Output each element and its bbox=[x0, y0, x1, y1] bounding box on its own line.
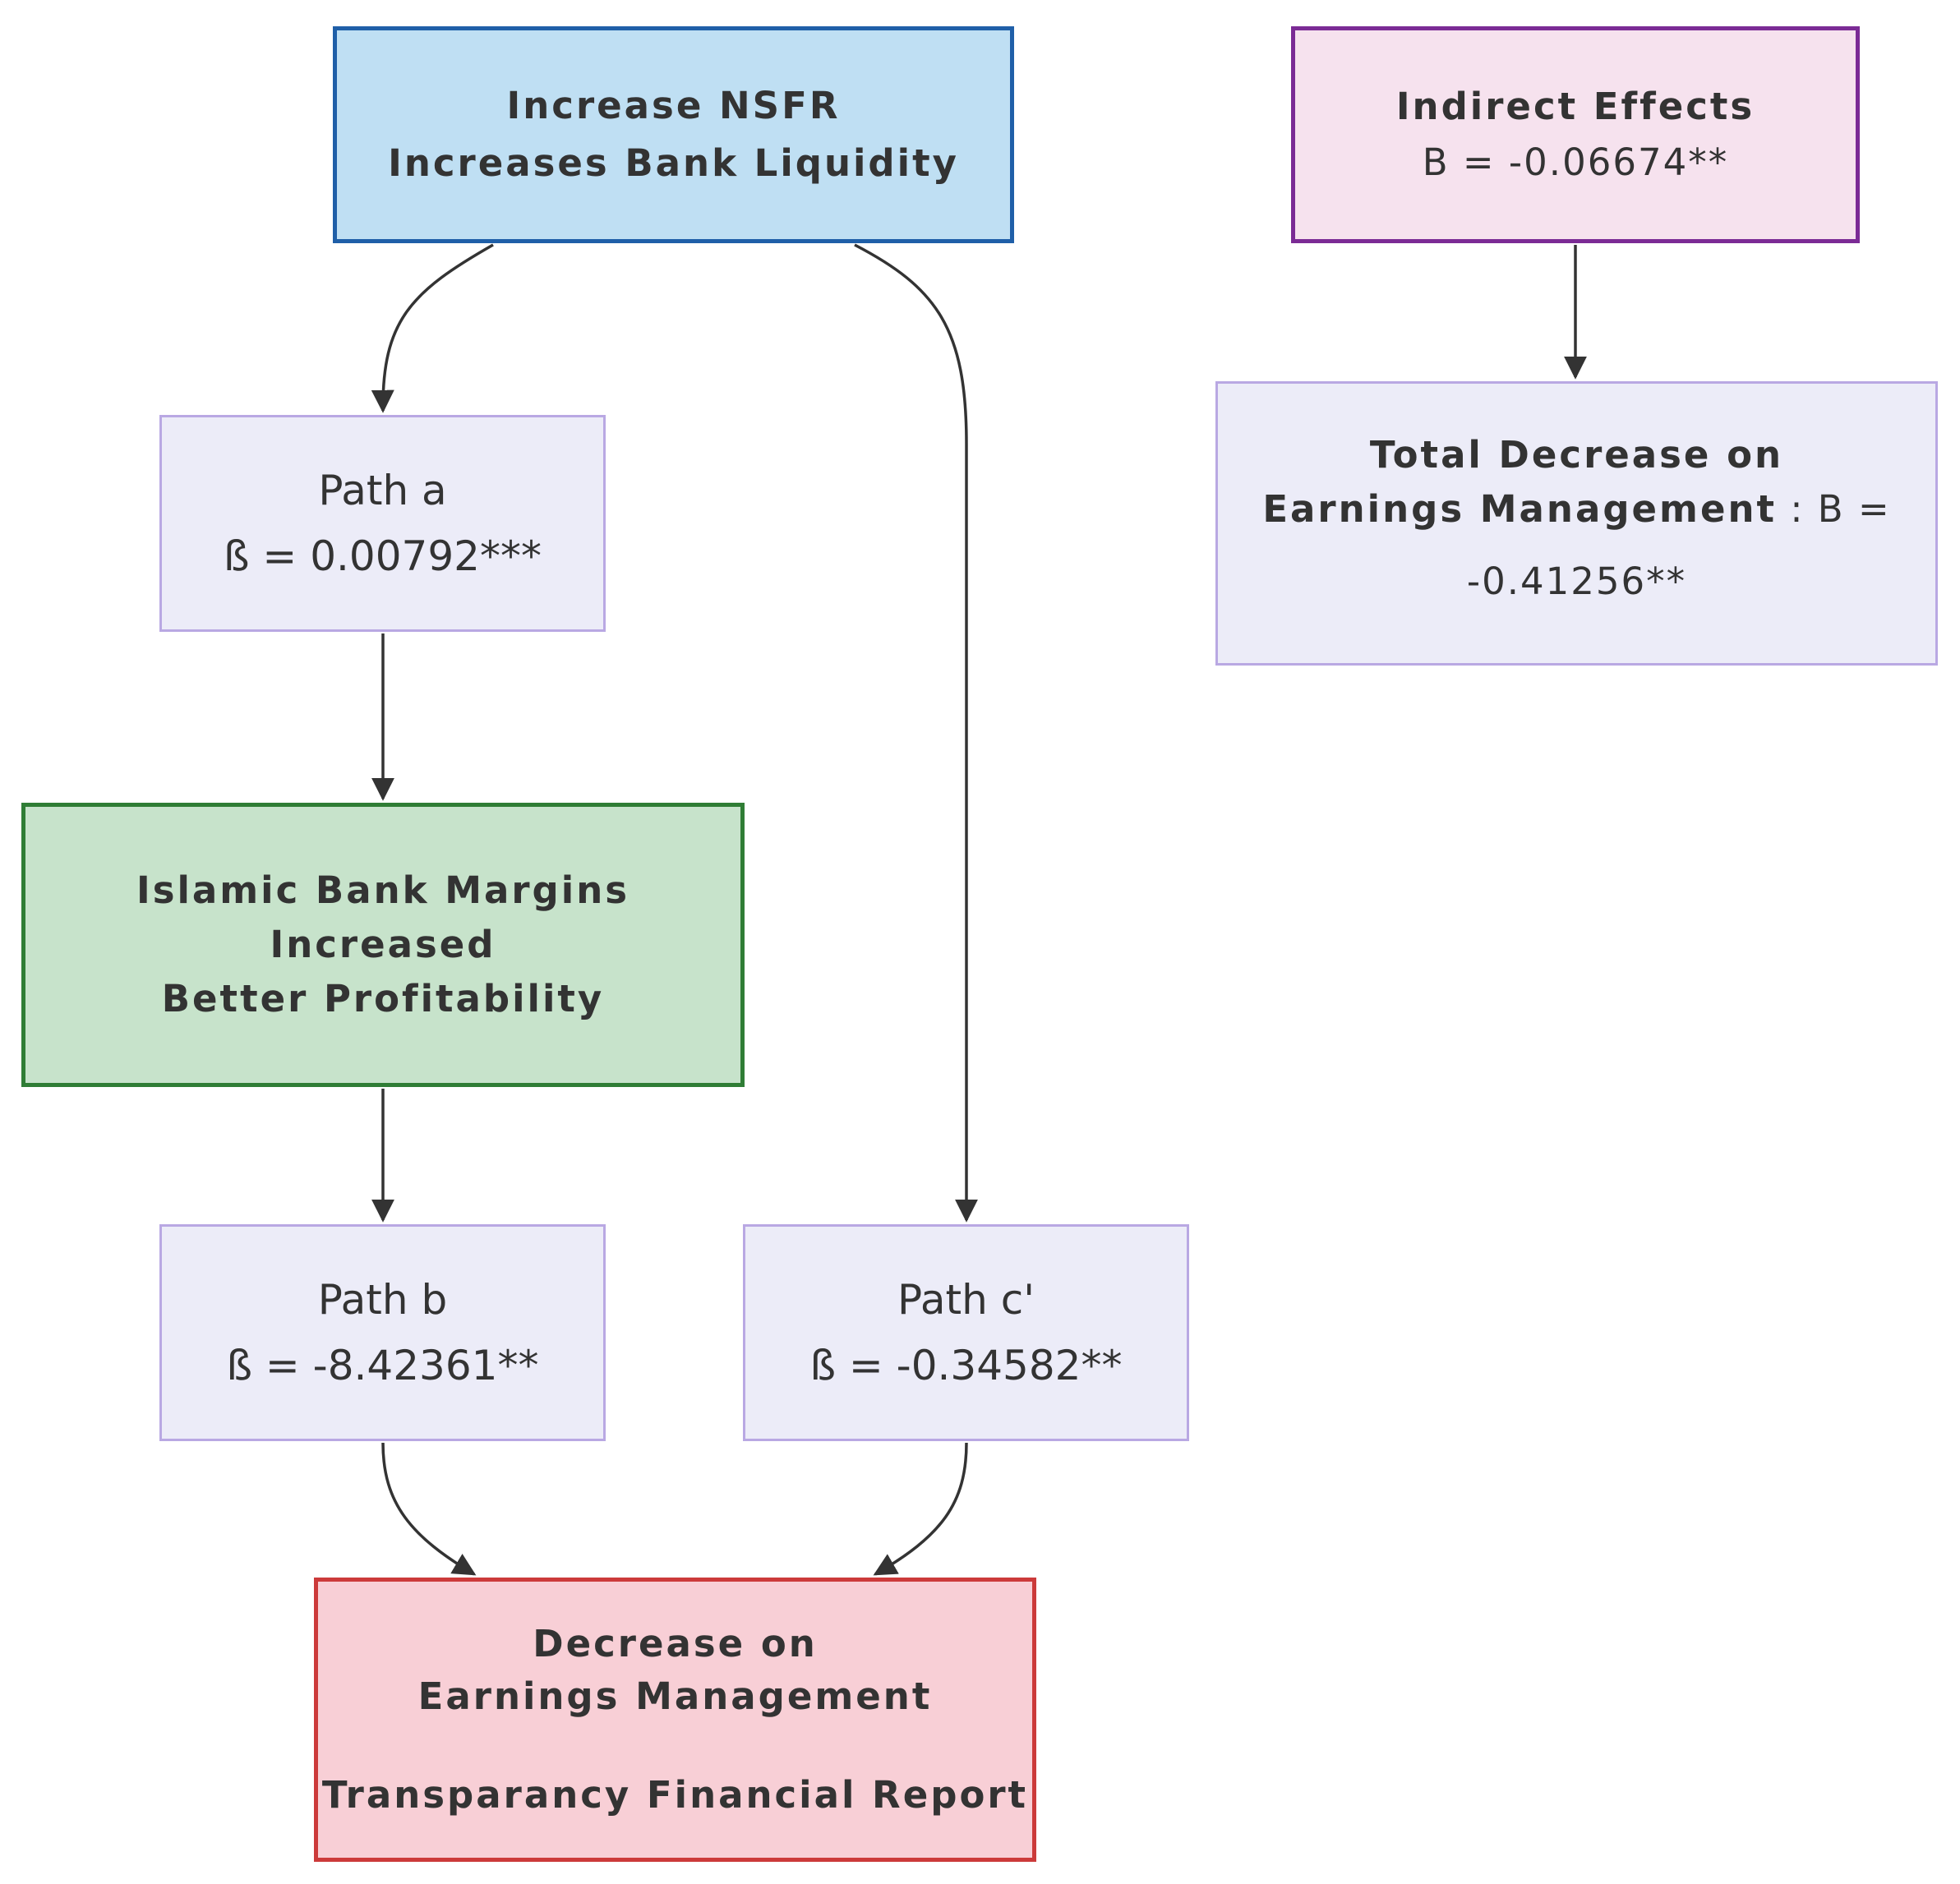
edge-nsfr-to-path-a bbox=[371, 243, 494, 413]
node-path-b-beta: ß = -8.42361** bbox=[226, 1342, 539, 1389]
node-total-line2: Earnings Management : B = bbox=[1262, 482, 1890, 537]
node-total-line2-rest: : B = bbox=[1777, 487, 1891, 531]
node-path-b-title: Path b bbox=[317, 1276, 448, 1324]
node-total-line2-bold: Earnings Management bbox=[1262, 487, 1778, 531]
node-decrease-line2: Earnings Management bbox=[417, 1674, 933, 1718]
node-indirect-effects: Indirect Effects B = -0.06674** bbox=[1291, 26, 1860, 243]
node-path-c: Path c' ß = -0.34582** bbox=[743, 1224, 1189, 1441]
node-path-a-title: Path a bbox=[318, 467, 447, 514]
node-path-a-beta: ß = 0.00792*** bbox=[224, 532, 542, 580]
edge-nsfr-to-path-c bbox=[854, 243, 978, 1223]
node-nsfr-line2: Increases Bank Liquidity bbox=[388, 141, 959, 185]
node-path-a: Path a ß = 0.00792*** bbox=[159, 415, 606, 632]
node-islamic-line2: Increased bbox=[270, 923, 496, 966]
node-decrease-line3: Transparancy Financial Report bbox=[321, 1773, 1029, 1817]
node-total-line1: Total Decrease on bbox=[1369, 433, 1784, 477]
node-islamic-line1: Islamic Bank Margins bbox=[136, 868, 630, 912]
node-nsfr-line1: Increase NSFR bbox=[506, 84, 841, 127]
node-path-c-beta: ß = -0.34582** bbox=[809, 1342, 1123, 1389]
node-total-line3: -0.41256** bbox=[1466, 560, 1687, 603]
node-islamic-line3: Better Profitability bbox=[161, 977, 605, 1020]
node-total-decrease: Total Decrease on Earnings Management : … bbox=[1215, 381, 1938, 666]
node-islamic-bank-margins: Islamic Bank Margins Increased Better Pr… bbox=[21, 803, 745, 1087]
node-increase-nsfr: Increase NSFR Increases Bank Liquidity bbox=[333, 26, 1014, 243]
edge-path-b-to-decrease bbox=[381, 1442, 477, 1576]
node-indirect-title: Indirect Effects bbox=[1395, 85, 1755, 128]
node-decrease-line1: Decrease on bbox=[533, 1622, 818, 1665]
edge-path-c-to-decrease bbox=[873, 1442, 968, 1576]
node-path-b: Path b ß = -8.42361** bbox=[159, 1224, 606, 1441]
node-indirect-beta: B = -0.06674** bbox=[1422, 140, 1729, 184]
node-path-c-title: Path c' bbox=[897, 1276, 1035, 1324]
node-decrease-earnings-management: Decrease on Earnings Management Transpar… bbox=[314, 1578, 1036, 1862]
